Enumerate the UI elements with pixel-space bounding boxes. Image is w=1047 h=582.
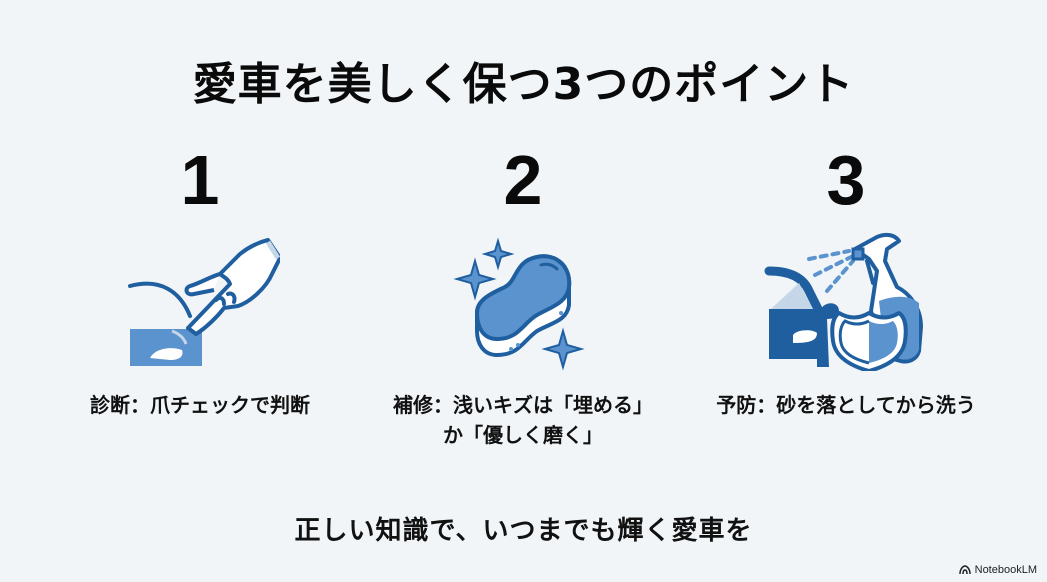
point-1: 1 診断：爪チェックで判断 — [30, 140, 370, 420]
point-label: 診断：爪チェックで判断 — [90, 393, 310, 417]
label-line-2: か「優しく磨く」 — [443, 423, 603, 447]
notebooklm-logo-icon — [958, 565, 971, 575]
point-2: 2 補修：浅いキズは「埋める」 か「優しく磨く」 — [353, 140, 693, 450]
sponge-sparkle-icon — [353, 226, 693, 376]
label-line-1: 補修：浅いキズは「埋める」 — [393, 393, 653, 417]
finger-check-icon — [30, 226, 370, 376]
point-number: 1 — [180, 141, 220, 219]
brand-label: NotebookLM — [974, 564, 1037, 576]
point-3: 3 予防：砂を落としてから洗う — [676, 140, 1016, 420]
page-title: 愛車を美しく保つ3つのポイント — [192, 59, 855, 110]
spray-shield-car-icon — [676, 226, 1016, 376]
point-number: 3 — [826, 141, 866, 219]
point-label: 予防：砂を落としてから洗う — [716, 393, 976, 417]
tagline: 正しい知識で、いつまでも輝く愛車を — [294, 516, 753, 546]
point-number: 2 — [503, 141, 543, 219]
brand-watermark: NotebookLM — [958, 564, 1037, 576]
point-label: 補修：浅いキズは「埋める」 か「優しく磨く」 — [353, 390, 693, 450]
